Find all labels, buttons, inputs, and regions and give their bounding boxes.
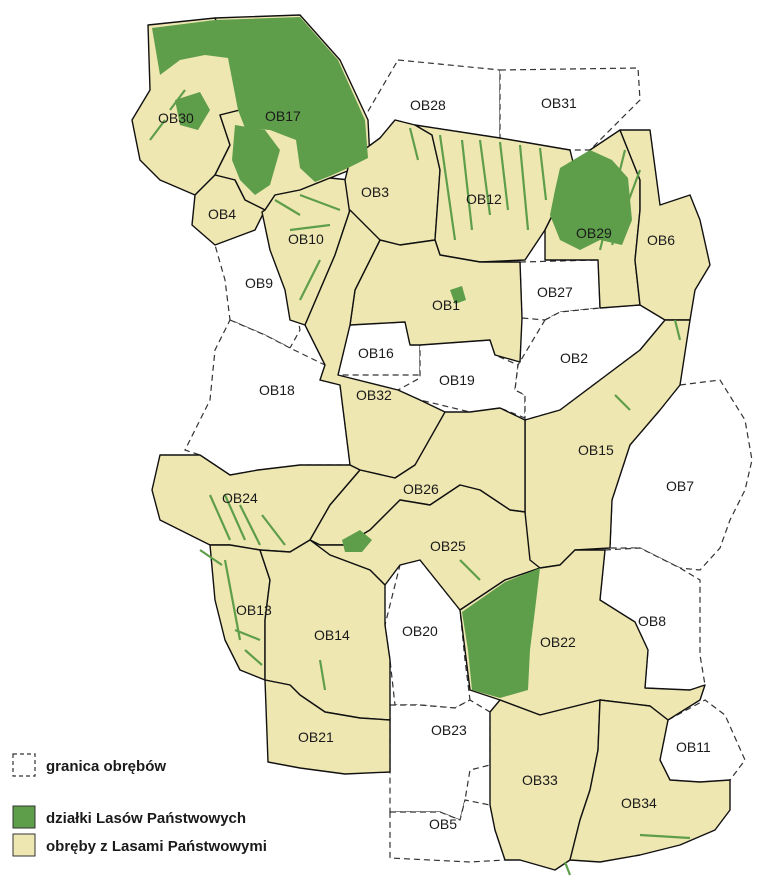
precinct-OB25[interactable] bbox=[309, 484, 541, 611]
precinct-OB34[interactable] bbox=[569, 699, 731, 863]
map-legend: granica obrębów działki Lasów Państwowyc… bbox=[12, 753, 267, 857]
label-OB11: OB11 bbox=[676, 739, 711, 755]
label-OB22: OB22 bbox=[540, 634, 576, 650]
precinct-OB23[interactable] bbox=[389, 699, 491, 821]
precinct-OB27[interactable] bbox=[519, 259, 601, 321]
legend-label-boundary: granica obrębów bbox=[46, 758, 166, 775]
label-OB32: OB32 bbox=[356, 387, 392, 403]
label-OB31: OB31 bbox=[541, 95, 577, 111]
legend-swatch-forest bbox=[12, 805, 36, 829]
label-OB4: OB4 bbox=[208, 206, 236, 222]
precinct-OB6[interactable] bbox=[619, 129, 711, 321]
precinct-OB12[interactable] bbox=[414, 124, 576, 263]
label-OB33: OB33 bbox=[522, 772, 558, 788]
label-OB14: OB14 bbox=[314, 627, 350, 643]
forest-patch-ob1 bbox=[450, 286, 466, 304]
label-OB15: OB15 bbox=[578, 442, 614, 458]
label-OB20: OB20 bbox=[402, 623, 438, 639]
precinct-OB1[interactable] bbox=[349, 239, 523, 363]
label-OB24: OB24 bbox=[222, 490, 258, 506]
label-OB12: OB12 bbox=[466, 191, 502, 207]
label-OB18: OB18 bbox=[259, 382, 295, 398]
legend-label-forest: działki Lasów Państwowych bbox=[46, 810, 246, 827]
label-OB13: OB13 bbox=[236, 602, 272, 618]
forest-block-north bbox=[152, 17, 368, 182]
label-OB34: OB34 bbox=[621, 795, 657, 811]
forest-stripes bbox=[149, 89, 691, 876]
label-OB16: OB16 bbox=[358, 345, 394, 361]
forest-block-ob29 bbox=[550, 150, 632, 250]
label-OB8: OB8 bbox=[638, 613, 666, 629]
forest-patch-ob30 bbox=[175, 92, 210, 130]
forest-patch-ob25 bbox=[342, 530, 372, 552]
label-OB21: OB21 bbox=[298, 729, 334, 745]
legend-swatch-precinct bbox=[12, 833, 36, 857]
label-OB25: OB25 bbox=[430, 538, 466, 554]
precinct-labels: OB30 OB17 OB28 OB31 OB3 OB12 OB29 OB6 OB… bbox=[158, 95, 711, 832]
forest-block-ob22 bbox=[462, 568, 540, 698]
label-OB10: OB10 bbox=[288, 231, 324, 247]
precincts-without-forest bbox=[184, 59, 753, 863]
label-OB1: OB1 bbox=[432, 297, 460, 313]
state-forest-parcels bbox=[152, 17, 632, 698]
label-OB7: OB7 bbox=[666, 478, 694, 494]
label-OB26: OB26 bbox=[403, 481, 439, 497]
label-OB17: OB17 bbox=[265, 108, 301, 124]
label-OB27: OB27 bbox=[537, 284, 573, 300]
label-OB3: OB3 bbox=[361, 184, 389, 200]
legend-label-precinct: obręby z Lasami Państwowymi bbox=[46, 838, 267, 855]
legend-swatch-boundary bbox=[12, 753, 36, 777]
forest-patch-ob17 bbox=[232, 125, 280, 195]
precinct-OB9[interactable] bbox=[214, 210, 301, 349]
label-OB23: OB23 bbox=[431, 722, 467, 738]
label-OB2: OB2 bbox=[560, 350, 588, 366]
label-OB28: OB28 bbox=[410, 97, 446, 113]
label-OB9: OB9 bbox=[245, 275, 273, 291]
label-OB19: OB19 bbox=[439, 372, 475, 388]
label-OB30: OB30 bbox=[158, 110, 194, 126]
precinct-OB21[interactable] bbox=[264, 679, 391, 775]
label-OB5: OB5 bbox=[429, 816, 457, 832]
label-OB29: OB29 bbox=[576, 225, 612, 241]
label-OB6: OB6 bbox=[647, 232, 675, 248]
